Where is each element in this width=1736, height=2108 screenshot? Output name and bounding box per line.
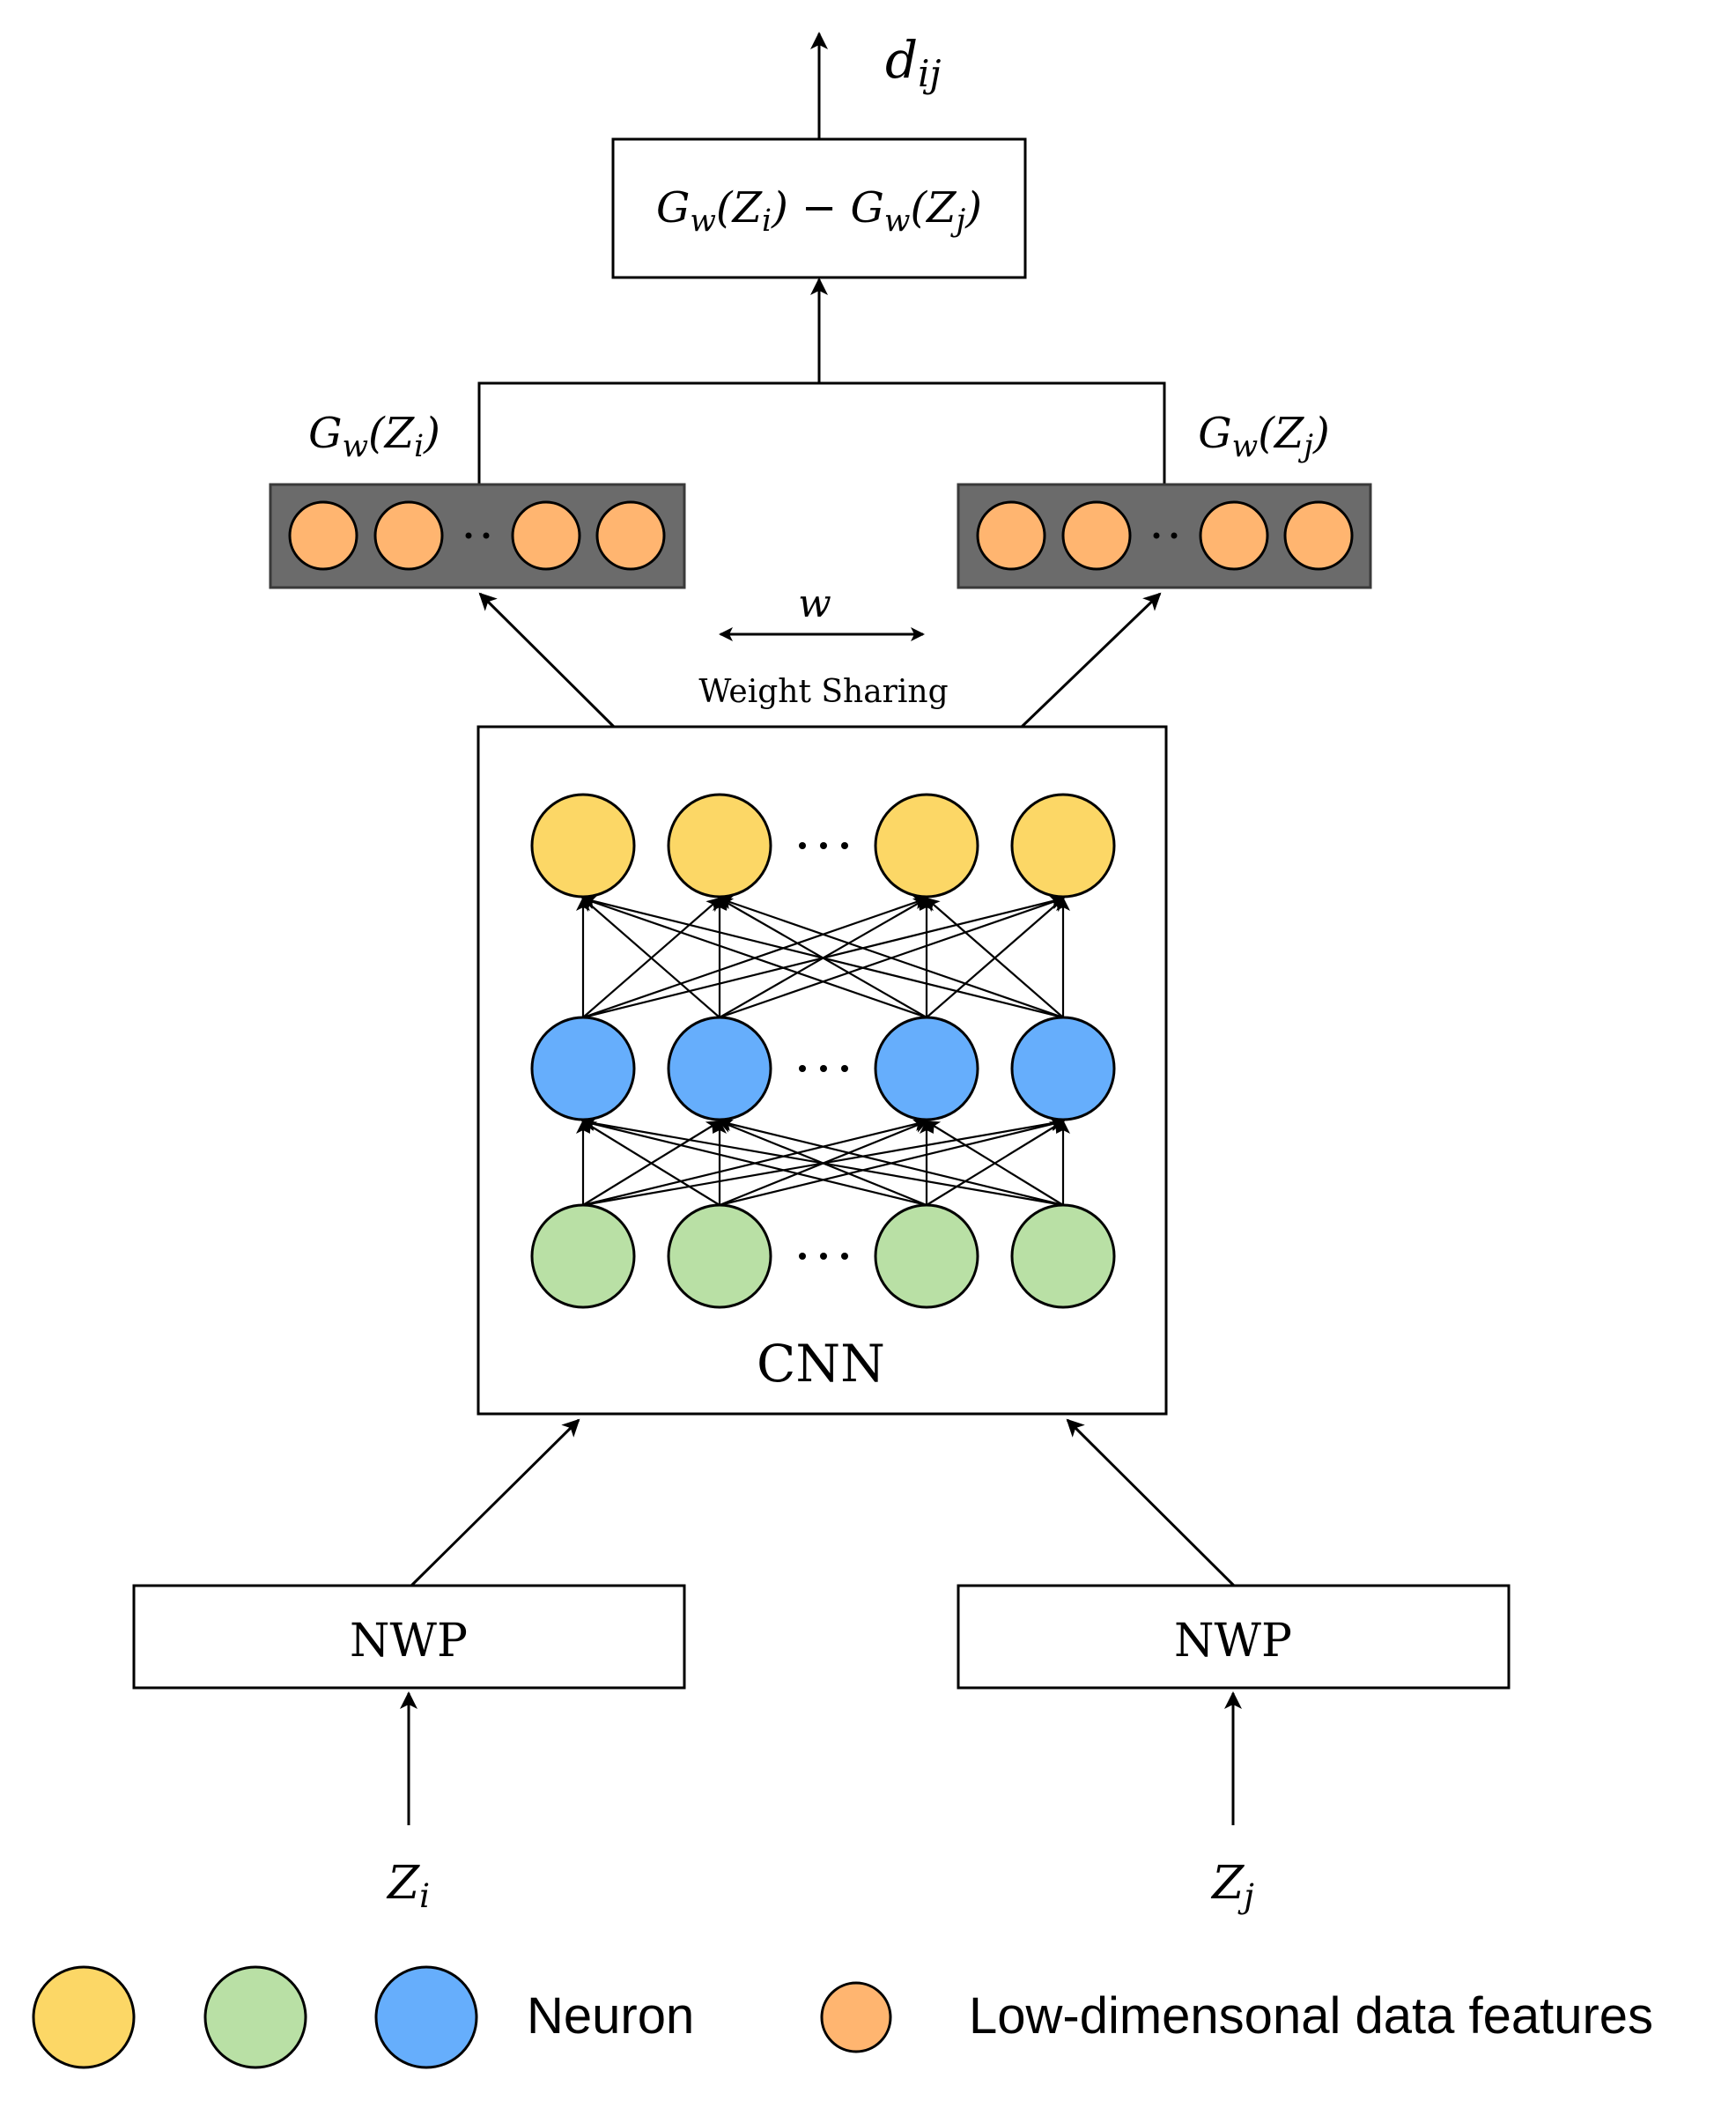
hidden-to-output-connection-4-3	[925, 897, 1064, 1018]
input-right-label: Zj	[1210, 1857, 1254, 1915]
feature-ellipsis-dot-left-1	[465, 532, 472, 539]
input-to-hidden-connection-4-2	[718, 1117, 1064, 1207]
legend-input-neuron-swatch	[203, 1965, 307, 2069]
legend: Neuron Low-dimensonal data features	[32, 1965, 1653, 2069]
feature-node-left-2	[373, 500, 444, 571]
nwp-right-to-cnn-arrow	[1066, 1418, 1236, 1587]
input-layer-ellipsis-dot-2	[820, 1253, 827, 1260]
feature-node-left-4	[595, 500, 666, 571]
output-layer-ellipsis-dot-2	[820, 842, 827, 849]
feature-ellipsis-dot-right-1	[1153, 532, 1160, 539]
input-layer-ellipsis-dot-3	[841, 1253, 848, 1260]
feature-node-right-3	[1199, 500, 1269, 571]
input-to-hidden-connection-4-3	[925, 1120, 1064, 1206]
cnn-to-left-arrow	[478, 592, 616, 729]
merge-bracket	[477, 381, 1166, 484]
input-layer-ellipsis-dot-1	[799, 1253, 806, 1260]
nwp-left-label: NWP	[350, 1615, 468, 1668]
output-layer-ellipsis-dot-3	[841, 842, 848, 849]
hidden-neuron-1	[530, 1016, 636, 1121]
weight-sharing-label: Weight Sharing	[698, 674, 948, 710]
cnn-label: CNN	[757, 1334, 885, 1394]
feature-ellipsis-dot-right-2	[1171, 532, 1178, 539]
hidden-neuron-2	[667, 1016, 772, 1121]
hidden-to-output-connection-2-1	[581, 897, 720, 1018]
legend-feature-label: Low-dimensonal data features	[969, 1987, 1653, 2045]
hidden-neuron-3	[874, 1016, 979, 1121]
embedding-right-label: Gw(Zj)	[1198, 409, 1329, 464]
input-left-label: Zi	[386, 1857, 430, 1915]
feature-node-left-3	[511, 500, 581, 571]
legend-feature-swatch	[820, 1981, 892, 2053]
output-neuron-3	[874, 793, 979, 899]
legend-hidden-neuron-swatch	[374, 1965, 478, 2069]
legend-neuron-label: Neuron	[527, 1987, 694, 2045]
hidden-layer-ellipsis-dot-3	[841, 1065, 848, 1072]
cnn-to-right-arrow	[1020, 592, 1162, 729]
nwp-left-to-cnn-arrow	[410, 1418, 580, 1587]
input-neuron-2	[667, 1203, 772, 1309]
difference-label: Gw(Zi) − Gw(Zj)	[656, 183, 982, 239]
nwp-right-label: NWP	[1174, 1615, 1292, 1668]
feature-ellipsis-dot-left-2	[483, 532, 490, 539]
input-to-hidden-connection-3-1	[581, 1117, 927, 1207]
output-neuron-2	[667, 793, 772, 899]
output-label: dij	[885, 30, 941, 95]
input-neuron-1	[530, 1203, 636, 1309]
feature-node-right-1	[976, 500, 1046, 571]
input-to-hidden-connection-2-1	[581, 1120, 720, 1206]
input-to-hidden-connection-4-1	[581, 1116, 1064, 1207]
feature-bar-right	[957, 483, 1372, 589]
cnn-neurons	[530, 793, 1116, 1309]
feature-node-left-1	[288, 500, 358, 571]
output-neuron-4	[1010, 793, 1116, 899]
feature-bar-left	[269, 483, 686, 589]
input-neuron-3	[874, 1203, 979, 1309]
legend-output-neuron-swatch	[32, 1965, 136, 2069]
nwp-box-right	[957, 1584, 1511, 1690]
output-layer-ellipsis-dot-1	[799, 842, 806, 849]
hidden-layer-ellipsis-dot-1	[799, 1065, 806, 1072]
hidden-to-output-connection-4-2	[718, 896, 1064, 1019]
cnn-connections	[576, 894, 1070, 1207]
embedding-left-label: Gw(Zi)	[308, 409, 440, 464]
output-neuron-1	[530, 793, 636, 899]
weight-symbol: w	[798, 581, 831, 626]
hidden-layer-ellipsis-dot-2	[820, 1065, 827, 1072]
hidden-to-output-connection-4-1	[581, 894, 1064, 1019]
input-neuron-4	[1010, 1203, 1116, 1309]
hidden-to-output-connection-3-1	[581, 896, 927, 1019]
hidden-neuron-4	[1010, 1016, 1116, 1121]
feature-node-right-2	[1061, 500, 1132, 571]
nwp-box-left	[132, 1584, 686, 1690]
feature-node-right-4	[1283, 500, 1354, 571]
